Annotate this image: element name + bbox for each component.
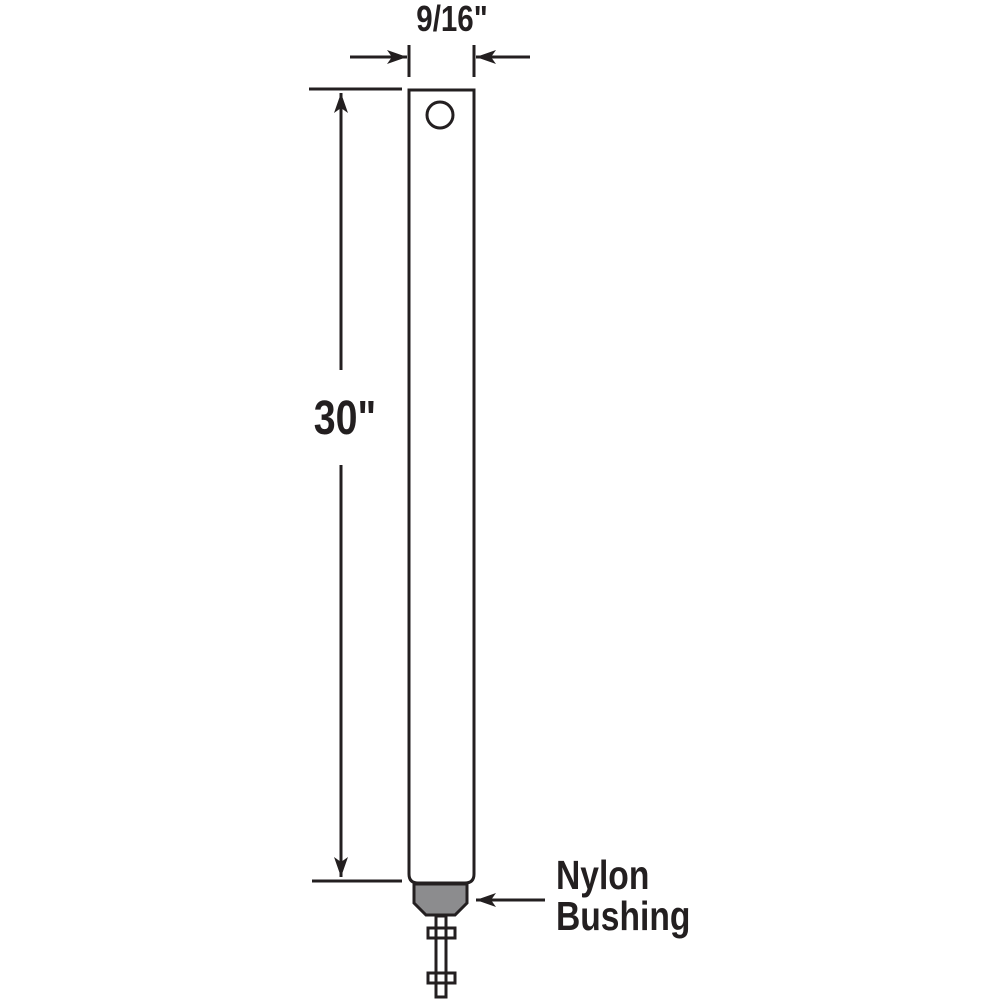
callout-label-line1: Nylon — [556, 852, 649, 898]
shaft-flange-lower — [426, 971, 457, 985]
width-label: 9/16" — [416, 0, 487, 39]
shaft-flange-upper — [426, 926, 457, 940]
callout-label-line2: Bushing — [556, 893, 690, 939]
length-label: 30" — [314, 391, 376, 445]
rod-body — [407, 88, 476, 885]
mounting-hole — [425, 100, 455, 130]
nylon-bushing — [412, 882, 469, 917]
shaft — [434, 914, 448, 999]
